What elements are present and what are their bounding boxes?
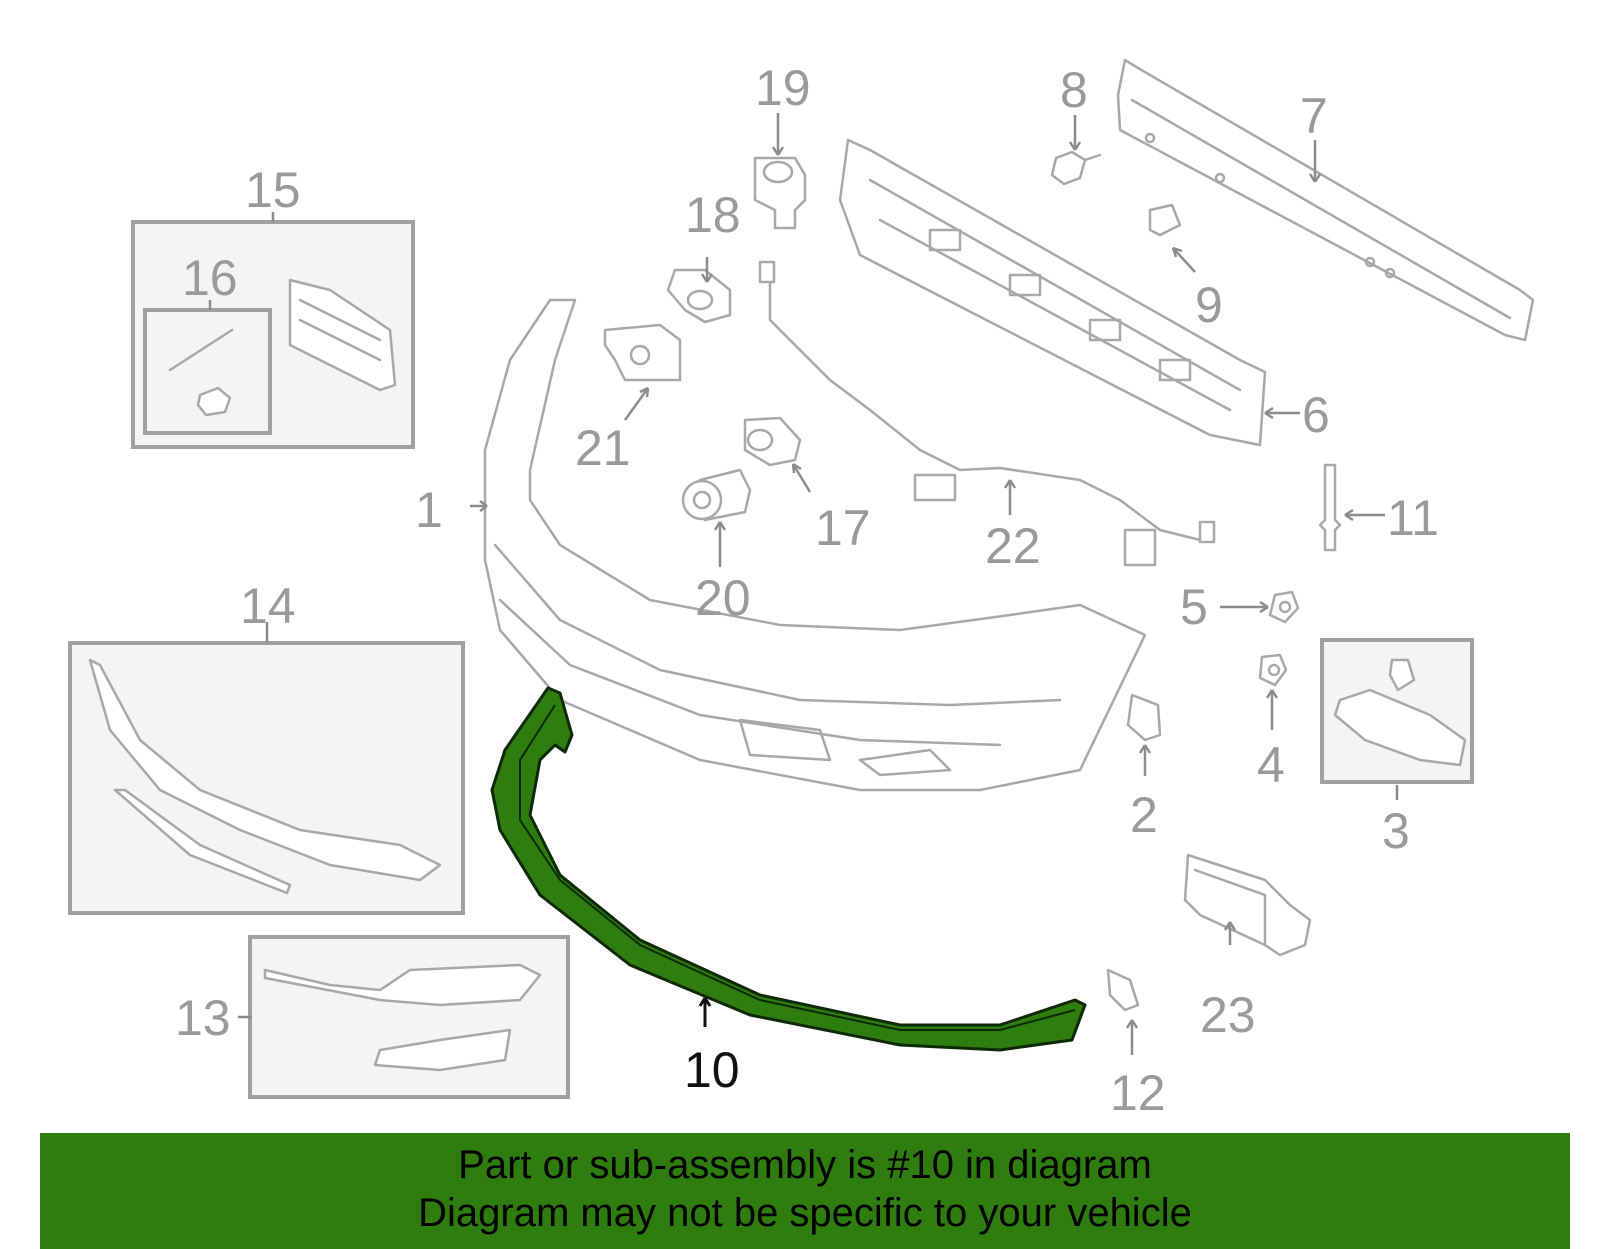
part-23-radar-module bbox=[1183, 853, 1312, 957]
part-8-screw bbox=[1050, 150, 1102, 186]
part-1-bumper-cover bbox=[483, 298, 1147, 792]
box-13-fog-lamp-bezel bbox=[248, 935, 570, 1099]
callout-1: 1 bbox=[415, 482, 443, 538]
callout-18: 18 bbox=[685, 187, 741, 243]
callout-3: 3 bbox=[1382, 803, 1410, 859]
callout-14: 14 bbox=[240, 578, 296, 634]
callout-5: 5 bbox=[1180, 579, 1208, 635]
part-11-push-pin bbox=[1318, 463, 1342, 552]
callout-8: 8 bbox=[1060, 62, 1088, 118]
part-7-bumper-reinforcement bbox=[1116, 58, 1535, 342]
callout-9: 9 bbox=[1195, 277, 1223, 333]
callout-2: 2 bbox=[1130, 787, 1158, 843]
callout-10: 10 bbox=[684, 1042, 740, 1098]
part-4-nut bbox=[1258, 653, 1288, 687]
callout-21: 21 bbox=[575, 420, 631, 476]
callout-17: 17 bbox=[815, 500, 871, 556]
part-9-clip bbox=[1148, 203, 1182, 237]
callout-15: 15 bbox=[245, 162, 301, 218]
callout-19: 19 bbox=[755, 60, 811, 116]
callout-4: 4 bbox=[1257, 737, 1285, 793]
callout-13: 13 bbox=[175, 990, 231, 1046]
callout-23: 23 bbox=[1200, 987, 1256, 1043]
part-20-sensor-retainer bbox=[681, 468, 752, 522]
part-2-bracket bbox=[1126, 693, 1162, 742]
part-19-parking-sensor bbox=[753, 156, 807, 230]
info-banner: Part or sub-assembly is #10 in diagram D… bbox=[40, 1133, 1570, 1249]
part-18-parking-sensor bbox=[666, 268, 732, 324]
callout-20: 20 bbox=[695, 570, 751, 626]
part-21-sensor-bracket bbox=[603, 323, 682, 382]
part-17-parking-sensor bbox=[743, 416, 802, 467]
part-12-bracket bbox=[1106, 968, 1140, 1012]
part-10-lower-valance-highlighted bbox=[490, 686, 1087, 1052]
callout-11: 11 bbox=[1387, 490, 1439, 546]
leader-lines bbox=[208, 113, 1399, 1055]
banner-line-part: Part or sub-assembly is #10 in diagram bbox=[458, 1143, 1152, 1187]
callout-7: 7 bbox=[1300, 88, 1328, 144]
callout-22: 22 bbox=[985, 518, 1041, 574]
callout-6: 6 bbox=[1302, 387, 1330, 443]
box-3-bracket-assembly bbox=[1320, 638, 1474, 784]
part-22-wiring-harness bbox=[758, 260, 1216, 567]
callout-12: 12 bbox=[1110, 1065, 1166, 1121]
part-5-nut bbox=[1268, 590, 1300, 624]
parts-diagram: 1 2 3 4 5 6 7 8 9 10 11 12 13 14 15 16 1… bbox=[68, 58, 1535, 1121]
callout-16: 16 bbox=[182, 250, 238, 306]
box-14-grille bbox=[68, 641, 465, 915]
box-16-fastener-kit bbox=[143, 308, 272, 435]
banner-line-disclaimer: Diagram may not be specific to your vehi… bbox=[418, 1191, 1192, 1235]
part-6-energy-absorber bbox=[838, 138, 1267, 447]
